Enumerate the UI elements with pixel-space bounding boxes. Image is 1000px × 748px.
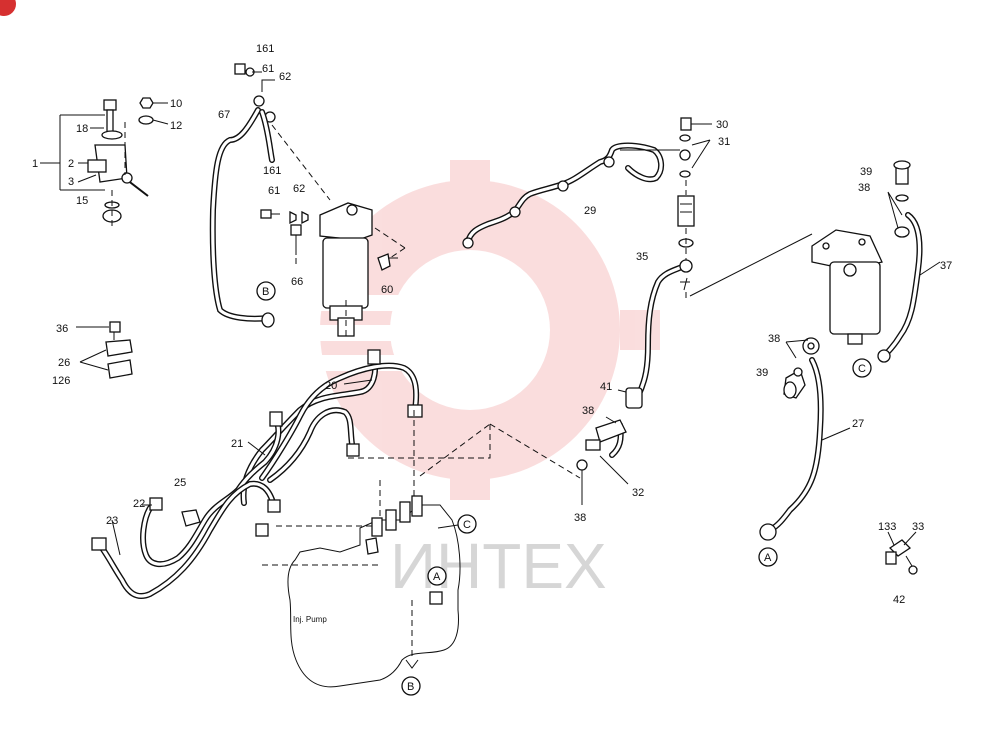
callout-39-mid: 39 xyxy=(756,367,768,379)
connector-a-pump: A xyxy=(427,566,447,586)
water-separator-assembly xyxy=(689,160,941,541)
return-pipe-assembly xyxy=(462,117,712,260)
callout-30: 30 xyxy=(716,119,728,131)
callout-35: 35 xyxy=(636,251,648,263)
callout-39-top: 39 xyxy=(860,166,872,178)
callout-2: 2 xyxy=(68,158,74,170)
svg-text:B: B xyxy=(262,286,269,298)
callout-126: 126 xyxy=(52,375,70,387)
callout-41: 41 xyxy=(600,381,612,393)
callout-33: 33 xyxy=(912,521,924,533)
callout-38-mid: 38 xyxy=(768,333,780,345)
callout-36: 36 xyxy=(56,323,68,335)
callout-61-lower: 61 xyxy=(268,185,280,197)
callout-62-top: 62 xyxy=(279,71,291,83)
fuel-filter-assembly xyxy=(209,63,406,340)
callout-62-lower: 62 xyxy=(293,183,305,195)
callout-38-left: 38 xyxy=(582,405,594,417)
callout-32: 32 xyxy=(632,487,644,499)
callout-22: 22 xyxy=(133,498,145,510)
callout-61-top: 61 xyxy=(262,63,274,75)
callout-161-lower: 161 xyxy=(263,165,281,177)
priming-pump-assembly xyxy=(40,97,169,228)
callout-23: 23 xyxy=(106,515,118,527)
callout-21: 21 xyxy=(231,438,243,450)
callout-38-bottom: 38 xyxy=(574,512,586,524)
injection-pump: Inj. Pump xyxy=(262,410,581,688)
callout-67: 67 xyxy=(218,109,230,121)
connector-c-right: C xyxy=(852,358,872,378)
callout-10: 10 xyxy=(170,98,182,110)
callout-12: 12 xyxy=(170,120,182,132)
callout-42: 42 xyxy=(893,594,905,606)
callout-60: 60 xyxy=(381,284,393,296)
connector-markers: A A B B C C xyxy=(256,281,872,696)
callout-25: 25 xyxy=(174,477,186,489)
svg-text:A: A xyxy=(764,552,772,564)
callout-29: 29 xyxy=(584,205,596,217)
connector-b-pump: B xyxy=(401,676,421,696)
connector-b-filter: B xyxy=(256,281,276,301)
connector-c-pump: C xyxy=(437,514,477,534)
callout-31: 31 xyxy=(718,136,730,148)
callout-27: 27 xyxy=(852,418,864,430)
callout-38-top: 38 xyxy=(858,182,870,194)
callout-133: 133 xyxy=(878,521,896,533)
callout-26: 26 xyxy=(58,357,70,369)
callout-161-top: 161 xyxy=(256,43,274,55)
svg-text:A: A xyxy=(433,571,441,583)
callout-20: 20 xyxy=(325,380,337,392)
svg-text:C: C xyxy=(463,519,471,531)
callout-3: 3 xyxy=(68,176,74,188)
svg-text:C: C xyxy=(858,363,866,375)
callout-1: 1 xyxy=(32,158,38,170)
corner-badge xyxy=(0,0,16,16)
part-number-callouts: 1 2 3 10 12 15 18 20 21 22 23 25 26 126 … xyxy=(32,43,952,606)
injection-pipes xyxy=(91,349,423,600)
feed-pipe-assembly xyxy=(576,259,693,505)
connector-a-right: A xyxy=(758,547,778,567)
watermark-text: ИНТЕХ xyxy=(390,530,607,602)
svg-text:B: B xyxy=(407,681,414,693)
clamp-parts xyxy=(76,321,918,575)
callout-18: 18 xyxy=(76,123,88,135)
callout-66: 66 xyxy=(291,276,303,288)
pump-label: Inj. Pump xyxy=(293,615,327,624)
callout-15: 15 xyxy=(76,195,88,207)
callout-37: 37 xyxy=(940,260,952,272)
